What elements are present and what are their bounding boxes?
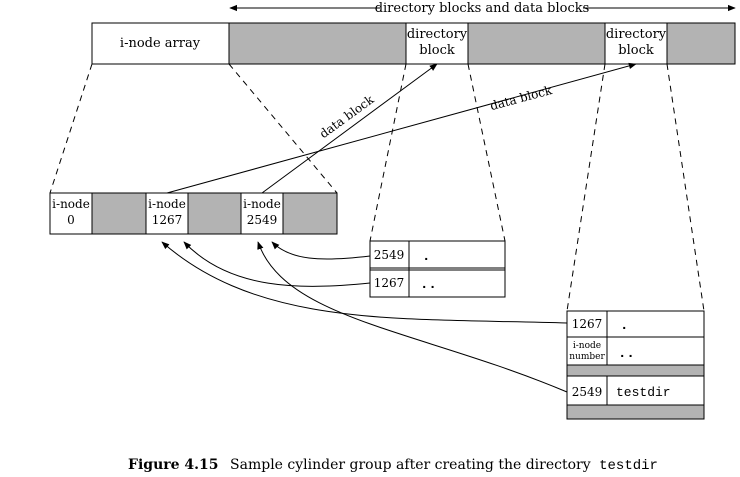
data-block-label-2: data block xyxy=(489,83,555,113)
zoom-line-dir2-left xyxy=(566,63,606,312)
inode-reference-curves xyxy=(161,241,568,393)
directory-block-2-line1: directory xyxy=(606,27,667,42)
inode-shaded xyxy=(91,192,147,235)
inode-2549-number: 2549 xyxy=(247,213,278,227)
zoom-line-left xyxy=(49,63,93,194)
dir-a-frame xyxy=(369,240,506,298)
data-blocks-shaded xyxy=(666,22,736,65)
zoom-lines xyxy=(49,63,705,312)
dir-b-entry2-inode: 2549 xyxy=(572,385,603,399)
zoom-line-dir1-right xyxy=(467,63,506,242)
dir-b-entry1-inode-label: i-node xyxy=(573,341,601,351)
directory-block-2-line2: block xyxy=(618,43,654,58)
dir-b-entry2-name: testdir xyxy=(616,385,671,400)
data-blocks-shaded xyxy=(228,22,407,65)
inode-shaded xyxy=(187,192,242,235)
dir-a-entry0-name: . xyxy=(422,249,430,265)
dir-b-free-space xyxy=(566,364,705,377)
inode-array-label: i-node array xyxy=(120,36,201,51)
data-block-arrows: data block data block xyxy=(166,62,637,194)
arrow-inode2549-to-dirblock1 xyxy=(261,63,438,194)
arrow-inode1267-to-dirblock2 xyxy=(166,62,637,194)
inode-2549-cell xyxy=(240,192,284,235)
inode-0-cell xyxy=(49,192,93,235)
inode-shaded xyxy=(282,192,338,235)
figure-caption: Figure 4.15 Sample cylinder group after … xyxy=(128,457,658,474)
zoom-line-dir1-left xyxy=(369,63,407,242)
dir-a-entry1-inode: 1267 xyxy=(374,276,405,290)
dir-b-free-space xyxy=(566,404,705,420)
top-row: i-node array directory block directory b… xyxy=(91,22,736,65)
inode-1267-cell xyxy=(145,192,189,235)
directory-block-1-line2: block xyxy=(419,43,455,58)
inode-1267-number: 1267 xyxy=(152,213,183,227)
caption-code: testdir xyxy=(599,458,658,474)
directory-block-a: 2549 . 1267 .. xyxy=(369,240,506,298)
directory-block-1-line1: directory xyxy=(407,27,468,42)
curve-dot-b-to-1267 xyxy=(161,241,568,324)
data-block-label-1: data block xyxy=(317,92,377,141)
dir-a-entry1-name: .. xyxy=(420,277,437,293)
top-span: directory blocks and data blocks xyxy=(229,1,736,16)
data-blocks-shaded xyxy=(467,22,606,65)
inode-row: i-node 0 i-node 1267 i-node 2549 xyxy=(49,192,338,235)
dir-b-entry0-inode: 1267 xyxy=(572,317,603,331)
zoom-line-dir2-right xyxy=(666,63,705,312)
curve-dotdot-a-to-1267 xyxy=(183,241,371,287)
inode-0-number: 0 xyxy=(67,213,75,227)
curve-testdir-to-2549 xyxy=(257,241,568,393)
directory-block-2 xyxy=(604,22,668,65)
directory-block-b: 1267 . i-node number .. 2549 testdir xyxy=(566,310,705,420)
caption-label: Figure 4.15 xyxy=(128,457,218,473)
caption-text: Sample cylinder group after creating the… xyxy=(230,457,591,473)
inode-0-label: i-node xyxy=(52,197,90,211)
inode-array-cell xyxy=(91,22,230,65)
dir-b-entry1-name: .. xyxy=(618,346,635,362)
top-span-label: directory blocks and data blocks xyxy=(375,1,590,16)
inode-2549-label: i-node xyxy=(243,197,281,211)
dir-b-entry1-inode-label: number xyxy=(569,352,605,362)
dir-b-entry0-name: . xyxy=(620,318,628,334)
dir-a-entry0-inode: 2549 xyxy=(374,248,405,262)
directory-block-1 xyxy=(405,22,469,65)
inode-1267-label: i-node xyxy=(148,197,186,211)
curve-dot-a-to-2549 xyxy=(271,241,371,260)
